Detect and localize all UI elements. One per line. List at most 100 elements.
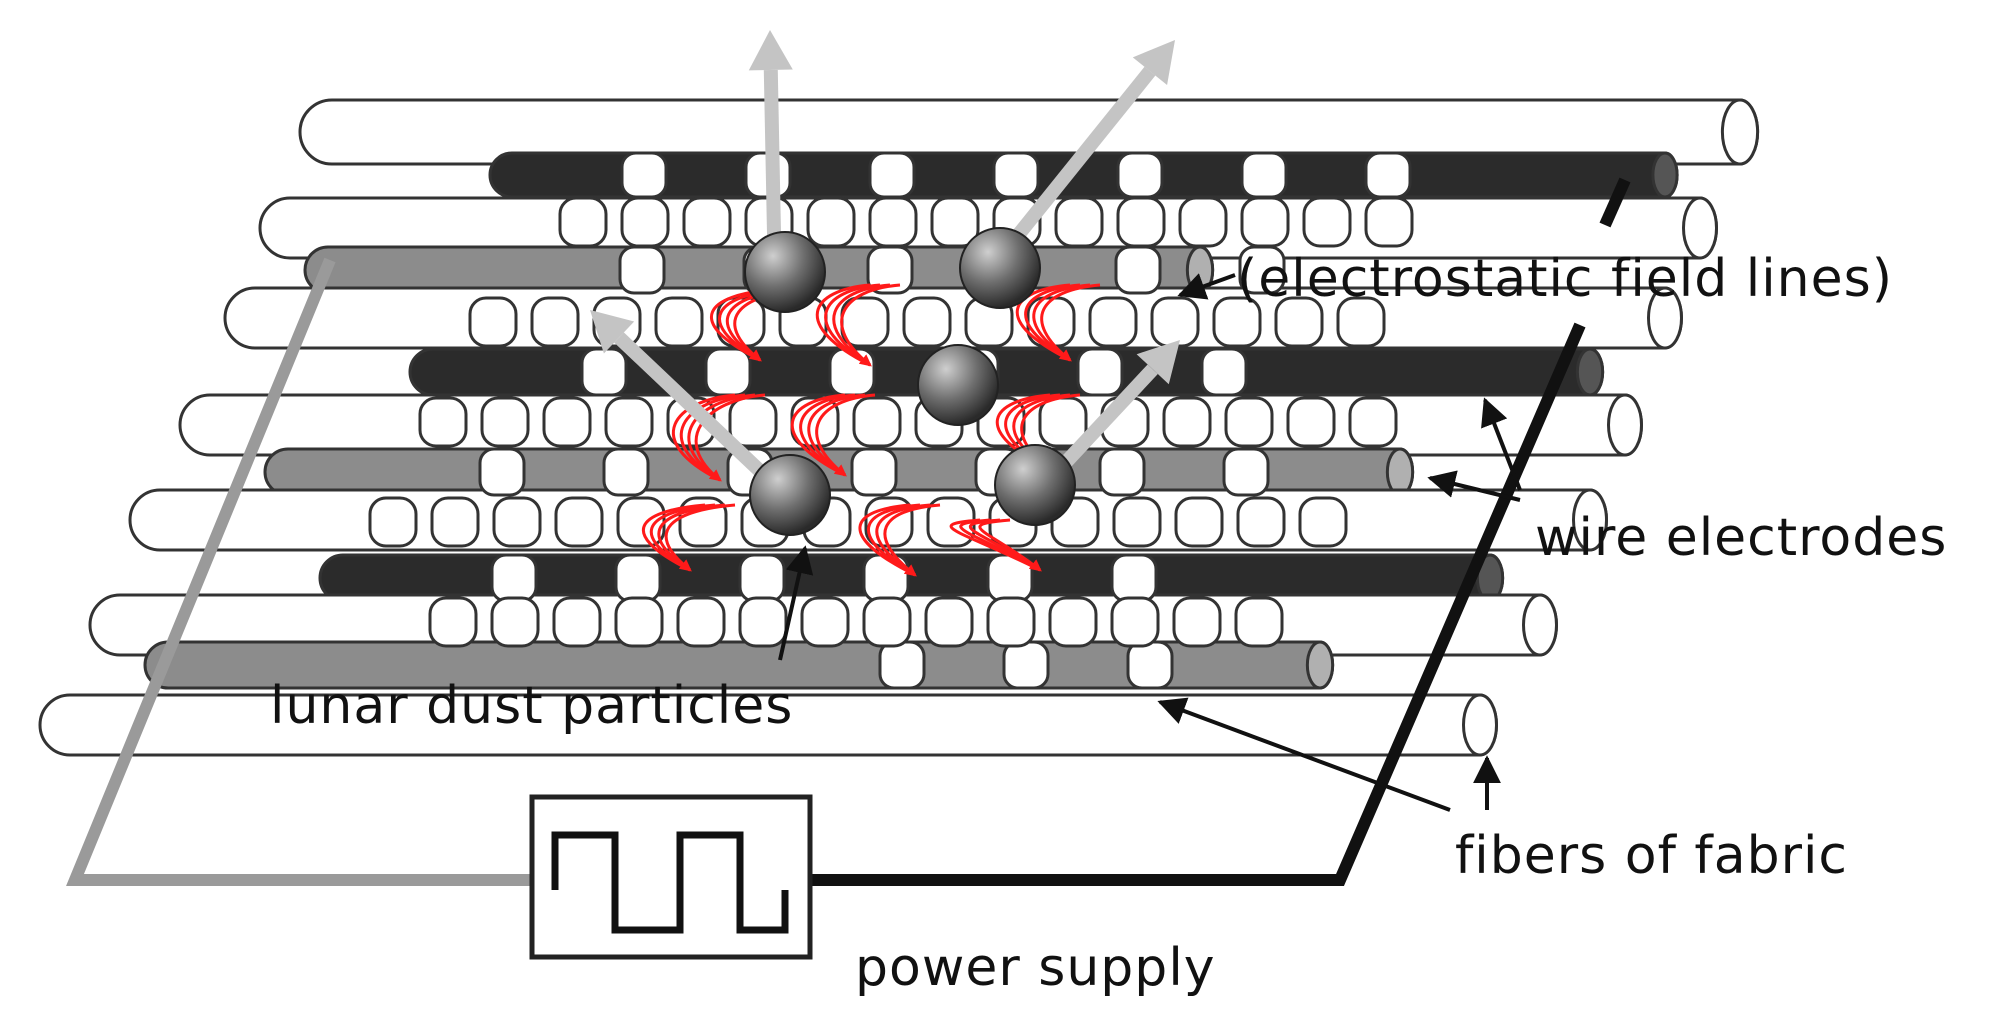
- fiber-crossing-segment: [986, 596, 1036, 648]
- fiber-crossing-segment: [490, 596, 540, 648]
- fiber-crossing-segment: [868, 196, 918, 248]
- motion-arrow-head: [1136, 340, 1180, 385]
- fiber-crossing-segment: [1172, 596, 1222, 648]
- fiber-crossing-segment: [992, 151, 1040, 199]
- fiber-crossing-segment: [924, 596, 974, 648]
- fiber-crossing-segment: [542, 396, 592, 448]
- fiber-crossing-segment: [800, 596, 850, 648]
- fabric-fiber: [298, 98, 1760, 166]
- fiber-crossing-segment: [738, 596, 788, 648]
- fiber-crossing-segment: [1336, 296, 1386, 348]
- fiber-crossing-segment: [878, 640, 926, 690]
- fiber-crossing-segment: [554, 496, 604, 548]
- sphere-icon: [959, 227, 1041, 309]
- fiber-crossing-segment: [1162, 396, 1212, 448]
- fiber-crossing-segment: [728, 396, 778, 448]
- field-line: [883, 503, 941, 577]
- pointer-wire-top: [1481, 397, 1522, 491]
- fiber-crossing-segment: [1236, 496, 1286, 548]
- fiber-crossing-segment: [1126, 640, 1174, 690]
- field-line: [824, 283, 881, 367]
- sphere-icon: [744, 231, 826, 313]
- fiber-crossing-segment: [738, 553, 786, 603]
- field-line: [949, 518, 1041, 572]
- fiber-crossing-segment: [1002, 640, 1050, 690]
- fiber-crossing-segment: [428, 596, 478, 648]
- fiber-crossing-segment: [1222, 447, 1270, 497]
- fiber-crossing-segment: [558, 196, 608, 248]
- fiber-crossing-segment: [806, 196, 856, 248]
- fiber-crossing-segment: [1348, 396, 1398, 448]
- fabric-fiber: [178, 393, 1643, 457]
- sphere-icon: [749, 454, 831, 536]
- fiber-crossing-segment: [850, 447, 898, 497]
- fiber-crossing-segment: [618, 245, 666, 295]
- fiber-crossing-segment: [620, 196, 670, 248]
- fiber-crossing-segment: [1298, 496, 1348, 548]
- fiber-crossing-segment: [418, 396, 468, 448]
- fiber-crossing-segment: [1110, 596, 1160, 648]
- fiber-crossing-segment: [1054, 196, 1104, 248]
- fiber-crossing-segment: [1286, 396, 1336, 448]
- fiber-crossing-segment: [490, 553, 538, 603]
- field-line: [671, 393, 736, 482]
- lunar-dust-particles-group: [744, 227, 1076, 536]
- electrostatic-field-lines: [641, 283, 1101, 577]
- sphere-icon: [994, 444, 1076, 526]
- motion-arrow: [614, 332, 785, 496]
- fiber-crossing-segment: [492, 496, 542, 548]
- fiber-crossing-segment: [552, 596, 602, 648]
- fiber-crossing-segment: [1240, 196, 1290, 248]
- fiber-crossing-segment: [530, 296, 580, 348]
- fiber-crossing-segment: [1224, 396, 1274, 448]
- fiber-crossing-segment: [620, 151, 668, 199]
- fiber-crossing-segment: [1212, 296, 1262, 348]
- pointer-dust: [778, 545, 814, 661]
- fiber-crossing-segment: [930, 196, 980, 248]
- fiber-crossing-segment: [614, 596, 664, 648]
- field-line: [807, 393, 866, 477]
- black-lead-wire: [810, 322, 1586, 886]
- field-line: [1016, 283, 1071, 362]
- fiber-crossing-segment: [676, 596, 726, 648]
- label-electrostatic-field-lines: (electrostatic field lines): [1237, 249, 1894, 309]
- fiber-crossing-segment: [478, 447, 526, 497]
- fiber-crossing-segment: [1076, 347, 1124, 397]
- power-supply-box: [529, 794, 813, 960]
- field-line: [858, 503, 916, 577]
- field-line: [799, 393, 856, 477]
- fiber-crossing-segment: [368, 496, 418, 548]
- square-wave-icon: [551, 831, 789, 934]
- pointer-wire-mid: [1427, 470, 1521, 502]
- power-leads: [66, 177, 1631, 886]
- fiber-crossing-segment: [1116, 196, 1166, 248]
- fiber-crossing-segment: [868, 151, 916, 199]
- field-line: [816, 283, 871, 367]
- field-line: [641, 503, 706, 572]
- label-lunar-dust-particles: lunar dust particles: [270, 676, 794, 736]
- fiber-crossing-segment: [1110, 553, 1158, 603]
- fiber-crossing-segment: [1274, 296, 1324, 348]
- fiber-crossing-segment: [654, 296, 704, 348]
- fiber-crossing-segment: [1200, 347, 1248, 397]
- fiber-crossing-segment: [1114, 245, 1162, 295]
- fiber-crossing-segment: [604, 396, 654, 448]
- fiber-crossing-segment: [480, 396, 530, 448]
- fiber-crossing-segment: [902, 296, 952, 348]
- fiber-crossing-segment: [468, 296, 518, 348]
- fiber-crossing-segment: [1098, 447, 1146, 497]
- fiber-crossing-segment: [1364, 196, 1414, 248]
- field-line: [791, 393, 846, 477]
- fiber-crossing-segment: [1048, 596, 1098, 648]
- field-line: [840, 283, 901, 367]
- field-line: [680, 393, 746, 482]
- fiber-crossing-segment: [580, 347, 628, 397]
- fiber-crossing-segment: [852, 396, 902, 448]
- fiber-crossing-segment: [1150, 296, 1200, 348]
- label-pointers: [778, 273, 1522, 812]
- pointer-field-lines: [1177, 273, 1236, 300]
- fiber-crossing-segment: [602, 447, 650, 497]
- label-power-supply: power supply: [855, 938, 1216, 998]
- field-line: [815, 393, 876, 477]
